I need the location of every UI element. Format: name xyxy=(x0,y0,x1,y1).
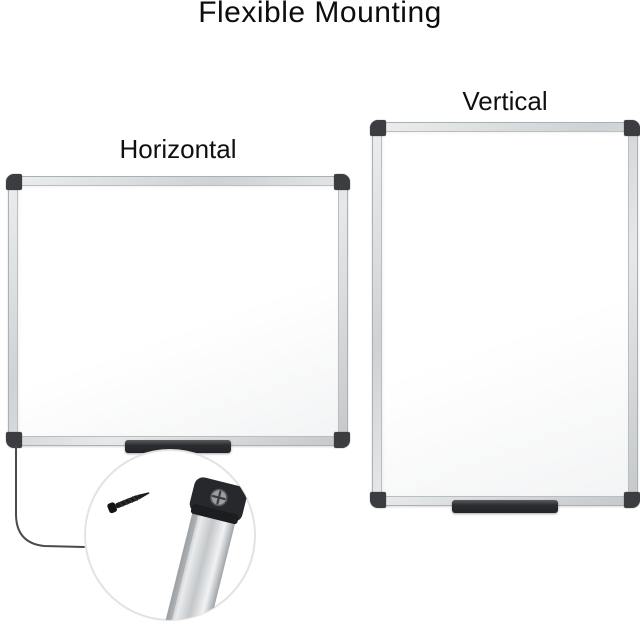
whiteboard-frame xyxy=(372,122,638,506)
marker-tray xyxy=(452,500,558,513)
corner-cap-icon xyxy=(334,432,350,448)
marker-tray xyxy=(125,440,231,453)
whiteboard-vertical xyxy=(370,120,640,513)
whiteboard-horizontal xyxy=(6,174,350,453)
whiteboard-surface xyxy=(17,185,339,437)
whiteboard-frame xyxy=(8,176,348,446)
screw-icon xyxy=(107,492,150,514)
corner-cap-icon xyxy=(6,432,22,448)
corner-detail-inset xyxy=(84,449,256,621)
screw-head-icon xyxy=(210,488,228,507)
corner-cap-icon xyxy=(624,120,640,136)
corner-cap-icon xyxy=(6,174,22,190)
image-title: Flexible Mounting xyxy=(198,0,442,29)
corner-cap-icon xyxy=(624,492,640,508)
horizontal-label: Horizontal xyxy=(119,134,237,164)
corner-cap-icon xyxy=(370,120,386,136)
vertical-label: Vertical xyxy=(462,86,548,116)
corner-cap-icon xyxy=(370,492,386,508)
whiteboard-surface xyxy=(381,131,629,497)
corner-cap-icon xyxy=(334,174,350,190)
